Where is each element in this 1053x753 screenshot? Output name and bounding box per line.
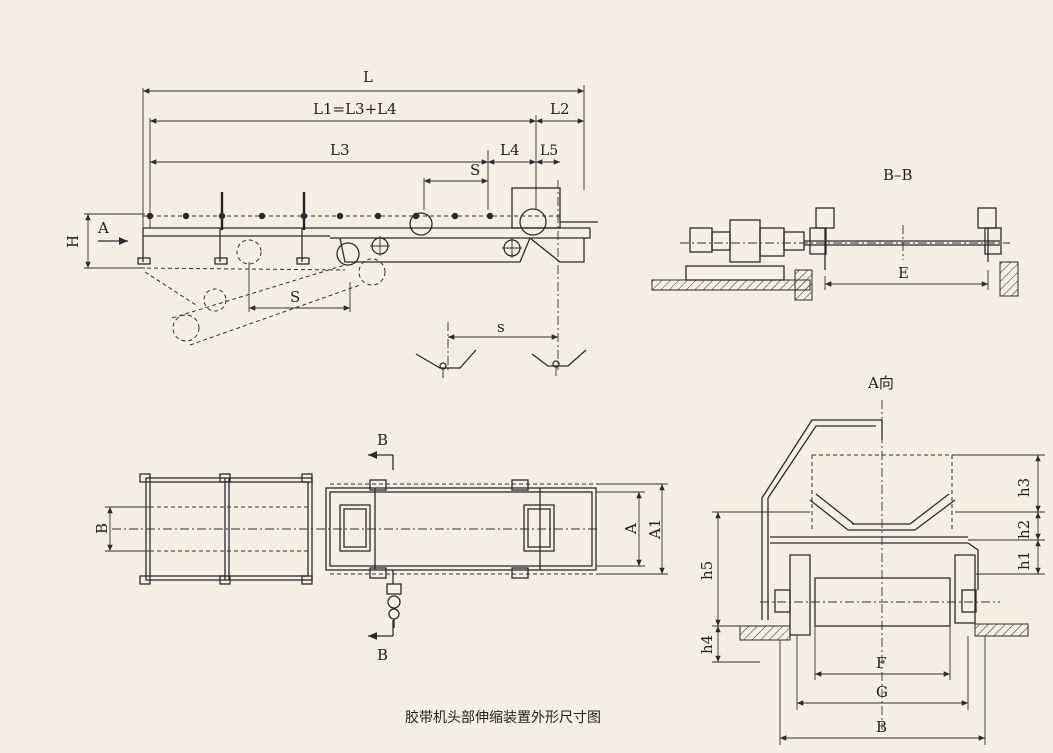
label-plan-B: B: [93, 523, 111, 534]
label-L: L: [363, 68, 373, 86]
idler-trough-left: [415, 349, 477, 378]
label-h1: h1: [1015, 551, 1033, 570]
label-h4: h4: [698, 635, 716, 654]
view-a-title: A向: [867, 374, 894, 392]
drawing-caption: 胶带机头部伸缩装置外形尺寸图: [405, 709, 601, 726]
label-A-arrow: A: [97, 219, 109, 237]
label-L1: L1=L3+L4: [313, 100, 397, 118]
label-F: F: [876, 654, 886, 672]
label-E: E: [898, 264, 909, 282]
label-S-low: S: [290, 288, 300, 306]
label-L5: L5: [540, 143, 558, 159]
label-L2: L2: [550, 100, 570, 118]
section-bb-title: B–B: [883, 166, 913, 184]
label-h5: h5: [698, 561, 716, 580]
label-H: H: [64, 235, 82, 248]
section-mark-B-top: B: [377, 431, 388, 449]
label-L3: L3: [330, 141, 350, 159]
section-bb-view: B–B E: [651, 166, 1019, 301]
section-mark-B-bottom: B: [377, 646, 388, 664]
label-h2: h2: [1015, 520, 1033, 539]
label-A: A: [622, 523, 640, 535]
label-A1: A1: [646, 519, 664, 540]
label-s: s: [497, 318, 505, 336]
view-a: A向: [698, 374, 1045, 745]
idler-trough-right: [531, 349, 587, 376]
label-view-a-B: B: [876, 718, 887, 736]
label-S-top: S: [470, 161, 480, 179]
plan-view: B B B A A1: [93, 431, 668, 664]
label-G: G: [876, 683, 888, 701]
label-L4: L4: [500, 141, 520, 159]
label-h3: h3: [1015, 478, 1033, 497]
side-elevation-view: L L1=L3+L4 L2 L3 L4 L5 S H A: [64, 68, 598, 378]
